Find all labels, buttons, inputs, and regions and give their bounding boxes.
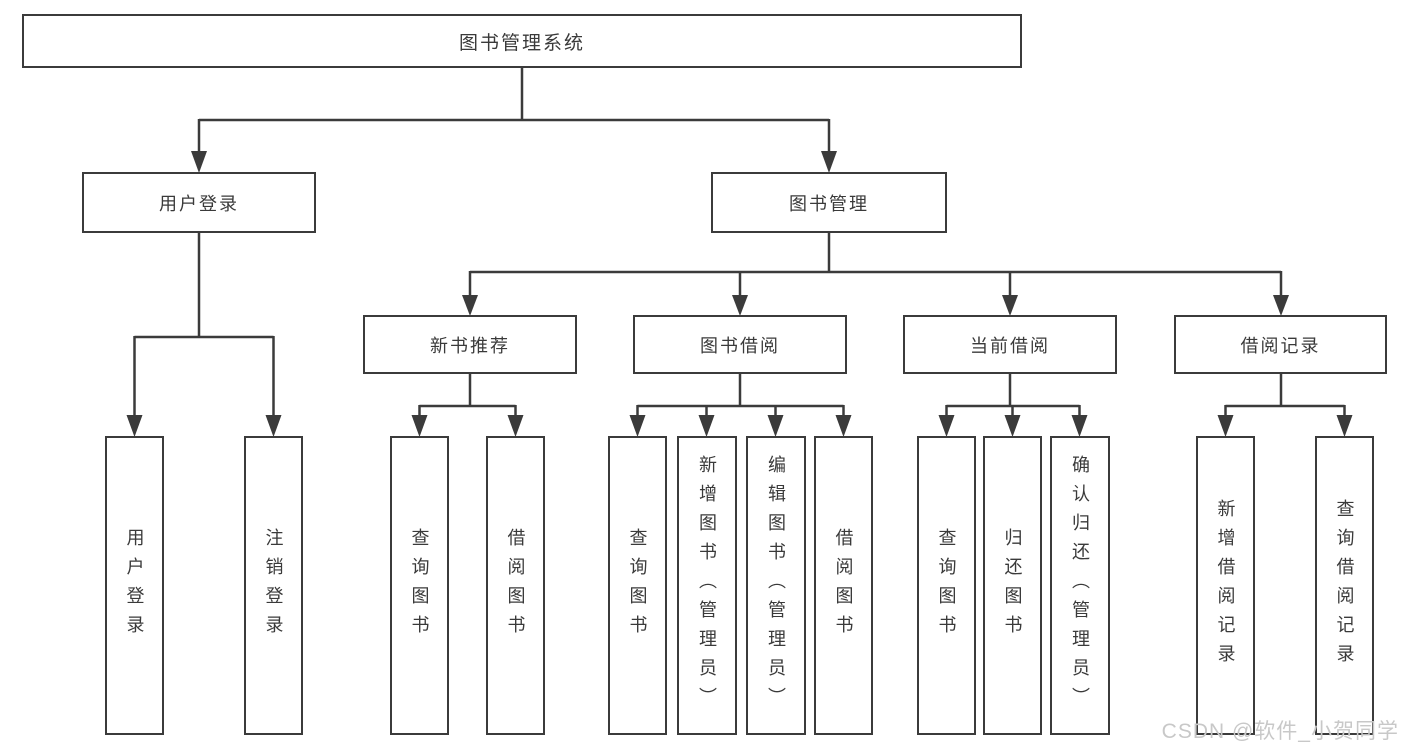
node-book-borrow: 图书借阅 [633,315,847,374]
leaf-current-query-books: 查询图书 [917,436,976,735]
leaf-records-query-record: 查询借阅记录 [1315,436,1374,735]
node-user-login: 用户登录 [82,172,316,233]
edge-book-management-to-level3 [462,233,1289,316]
leaf-borrow-query-books: 查询图书 [608,436,667,735]
node-root: 图书管理系统 [22,14,1022,68]
leaf-recommend-borrow-books: 借阅图书 [486,436,545,735]
node-borrow-records: 借阅记录 [1174,315,1387,374]
edge-new-book-recommend-to-leaves [411,374,524,437]
edge-borrow-records-to-leaves [1217,374,1353,437]
edge-book-borrow-to-leaves [629,374,852,437]
leaf-recommend-query-books: 查询图书 [390,436,449,735]
leaf-borrow-add-books-admin: 新增图书（管理员） [677,436,737,735]
node-new-book-recommend: 新书推荐 [363,315,577,374]
leaf-current-confirm-return-admin: 确认归还（管理员） [1050,436,1110,735]
leaf-records-add-record: 新增借阅记录 [1196,436,1255,735]
leaf-current-return-books: 归还图书 [983,436,1042,735]
edge-current-borrow-to-leaves [938,374,1088,437]
leaf-borrow-borrow-books: 借阅图书 [814,436,873,735]
leaf-borrow-edit-books-admin: 编辑图书（管理员） [746,436,806,735]
edge-user-login-to-leaves [126,233,282,437]
leaf-logout: 注销登录 [244,436,303,735]
node-current-borrow: 当前借阅 [903,315,1117,374]
leaf-user-login: 用户登录 [105,436,164,735]
node-book-management: 图书管理 [711,172,947,233]
watermark: CSDN @软件_小贺同学 [1161,720,1399,743]
edge-root-to-level2 [191,68,837,173]
